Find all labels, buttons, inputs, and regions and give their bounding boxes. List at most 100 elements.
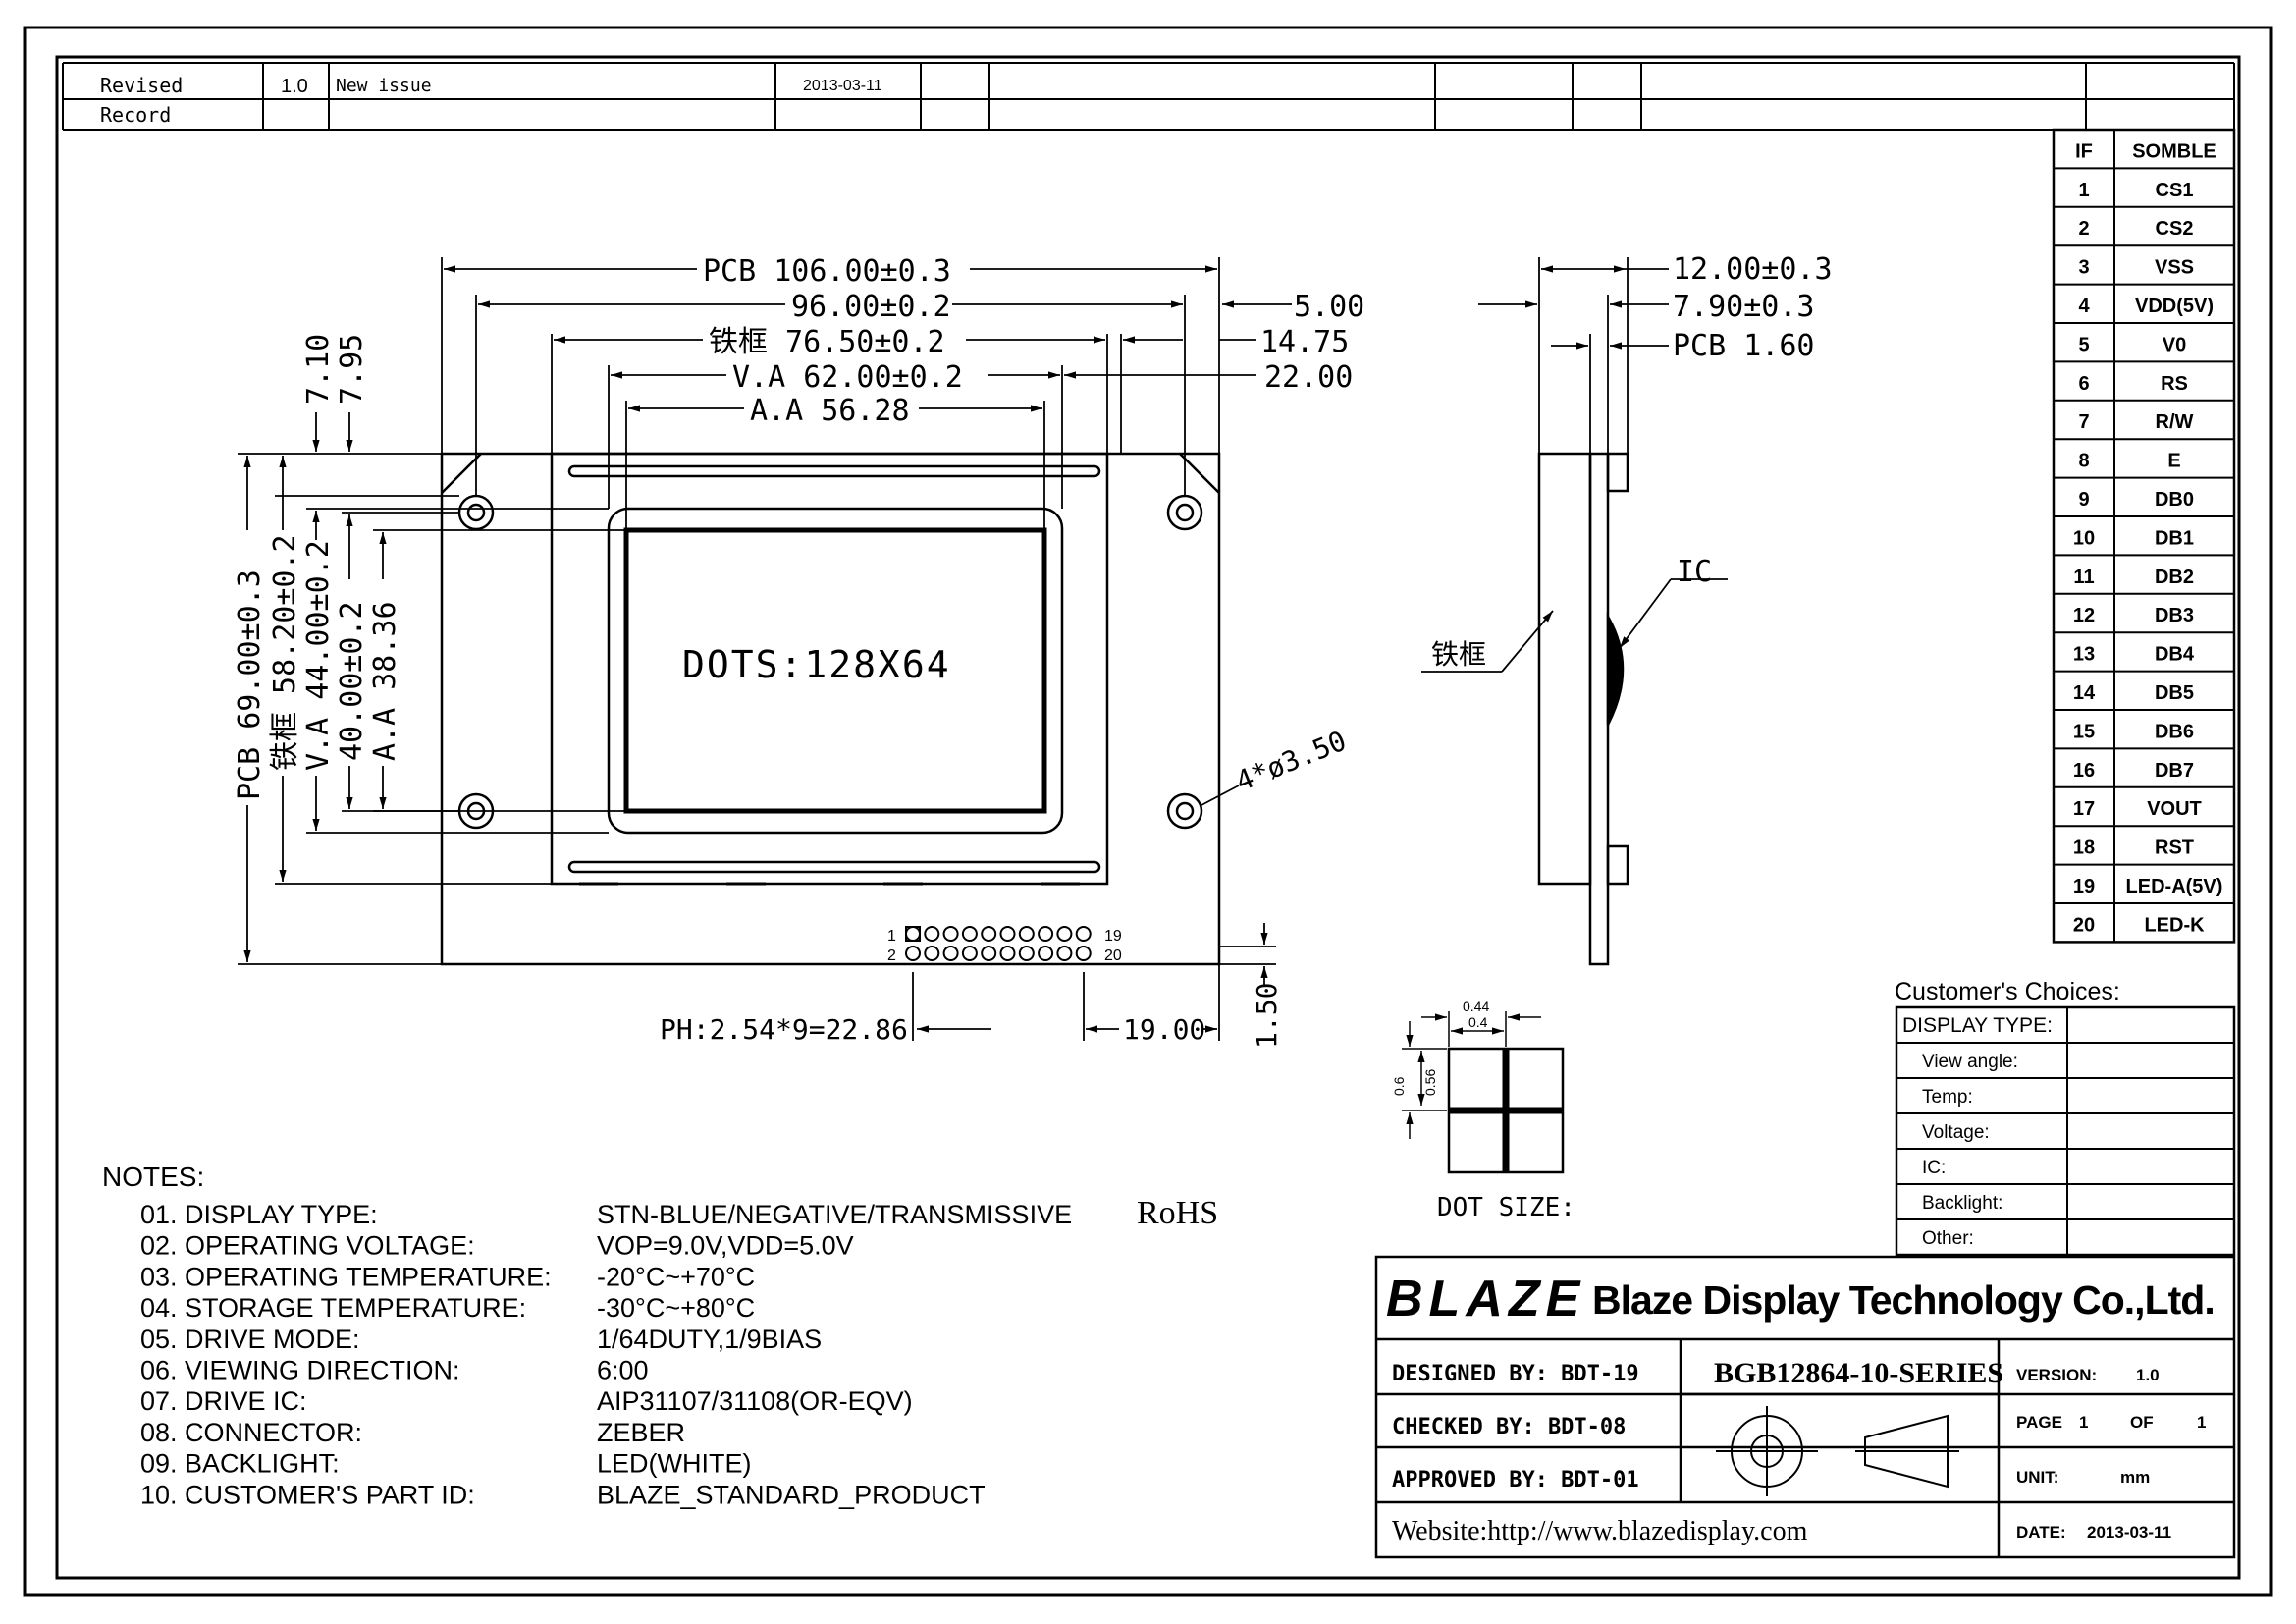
pin-symbol: CS2 bbox=[2156, 218, 2194, 240]
version-label: VERSION: bbox=[2016, 1366, 2097, 1384]
pin-pad bbox=[924, 926, 940, 942]
viewing-area bbox=[607, 507, 1064, 835]
dim-frame-width: 铁框 76.50±0.2 bbox=[709, 325, 945, 359]
pin-pad bbox=[942, 946, 959, 961]
dim-pcb-height: PCB 69.00±0.3 bbox=[233, 569, 267, 800]
choice-row-label: Backlight: bbox=[1922, 1193, 2002, 1214]
pin-2-label: 2 bbox=[887, 947, 896, 964]
pin-symbol: DB7 bbox=[2155, 760, 2194, 782]
note-key: 10. CUSTOMER'S PART ID: bbox=[140, 1480, 475, 1509]
side-view bbox=[1537, 257, 1629, 966]
pin-pad bbox=[1038, 926, 1054, 942]
choices-table: DISPLAY TYPE:View angle:Temp:Voltage:IC:… bbox=[1895, 1005, 2236, 1257]
note-key: 03. OPERATING TEMPERATURE: bbox=[140, 1262, 552, 1291]
pin-pad bbox=[1018, 926, 1035, 942]
unit-label: UNIT: bbox=[2016, 1468, 2058, 1487]
pin-number: 12 bbox=[2073, 605, 2095, 626]
dots-label: DOTS:128X64 bbox=[682, 643, 951, 686]
dim-frame-height: 铁框 58.20±0.2 bbox=[268, 534, 302, 771]
note-value: 1/64DUTY,1/9BIAS bbox=[597, 1325, 822, 1354]
choice-row-label: DISPLAY TYPE: bbox=[1902, 1014, 2053, 1037]
checked-by: CHECKED BY: BDT-08 bbox=[1392, 1415, 1626, 1439]
revision-note: New issue bbox=[336, 76, 432, 96]
dim-14-75: 14.75 bbox=[1260, 325, 1349, 359]
pin-header-symbol: SOMBLE bbox=[2132, 140, 2216, 162]
pin-1-label: 1 bbox=[887, 928, 896, 945]
unit-value: mm bbox=[2120, 1468, 2150, 1487]
dim-96: 96.00±0.2 bbox=[791, 290, 951, 324]
pin-symbol: V0 bbox=[2163, 334, 2186, 355]
website: Website:http://www.blazedisplay.com bbox=[1392, 1516, 1808, 1546]
blaze-logo: BLAZE bbox=[1386, 1271, 1579, 1327]
note-value: AIP31107/31108(OR-EQV) bbox=[597, 1386, 913, 1416]
note-value: VOP=9.0V,VDD=5.0V bbox=[597, 1231, 854, 1261]
pin-number: 18 bbox=[2073, 838, 2095, 859]
record-label: Record bbox=[100, 103, 171, 127]
revised-label: Revised bbox=[100, 74, 183, 97]
note-value: -30°C~+80°C bbox=[597, 1293, 755, 1323]
pin-19-label: 19 bbox=[1104, 928, 1122, 945]
pin-symbol: E bbox=[2167, 451, 2180, 472]
pin-pad bbox=[981, 926, 997, 942]
pin-symbol: DB2 bbox=[2155, 567, 2194, 588]
active-area bbox=[623, 527, 1047, 814]
pin-header-if: IF bbox=[2075, 140, 2093, 162]
dim-5: 5.00 bbox=[1294, 290, 1364, 324]
date-label: DATE: bbox=[2016, 1523, 2066, 1542]
pin-pad bbox=[905, 926, 921, 942]
pin-number: 20 bbox=[2073, 914, 2095, 936]
pin-number: 6 bbox=[2078, 373, 2089, 395]
revision-record bbox=[62, 62, 2235, 131]
dot-size-detail bbox=[1402, 1011, 1565, 1174]
dot-size-label: DOT SIZE: bbox=[1437, 1193, 1575, 1222]
pin-symbol: DB0 bbox=[2155, 489, 2194, 511]
pin-number: 17 bbox=[2073, 798, 2095, 820]
pin-number: 9 bbox=[2078, 489, 2089, 511]
of-label: OF bbox=[2130, 1413, 2154, 1432]
pin-20-label: 20 bbox=[1104, 947, 1122, 964]
pin-symbol: LED-K bbox=[2144, 914, 2205, 936]
note-key: 02. OPERATING VOLTAGE: bbox=[140, 1231, 475, 1261]
dim-22: 22.00 bbox=[1264, 360, 1353, 395]
pin-symbol: RS bbox=[2161, 373, 2188, 395]
revision-version: 1.0 bbox=[281, 76, 308, 97]
outer-border bbox=[23, 26, 2273, 1597]
pin-pad bbox=[1075, 946, 1092, 961]
pitch-label: PH:2.54*9=22.86 bbox=[660, 1013, 908, 1046]
pin-symbol: RST bbox=[2155, 838, 2194, 859]
dot-size-06: 0.6 bbox=[1391, 1076, 1407, 1096]
pin-number: 5 bbox=[2078, 334, 2089, 355]
front-view bbox=[440, 452, 1221, 966]
note-key: 01. DISPLAY TYPE: bbox=[140, 1200, 378, 1229]
version-value: 1.0 bbox=[2136, 1366, 2160, 1384]
pin-pad bbox=[1038, 946, 1054, 961]
pin-symbol: VSS bbox=[2155, 257, 2194, 279]
front-dimension-lines bbox=[441, 257, 1292, 530]
frame-outline bbox=[550, 452, 1109, 886]
pin-pad bbox=[999, 926, 1016, 942]
pin-symbol: DB1 bbox=[2155, 527, 2194, 549]
pin-pad bbox=[981, 946, 997, 961]
dim-7-10: 7.10 bbox=[301, 334, 336, 405]
pin-symbol: VDD(5V) bbox=[2135, 296, 2214, 317]
note-value: -20°C~+70°C bbox=[597, 1262, 755, 1291]
pin-pad bbox=[924, 946, 940, 961]
approved-by: APPROVED BY: BDT-01 bbox=[1392, 1468, 1639, 1492]
side-dim-7-90: 7.90±0.3 bbox=[1673, 290, 1815, 324]
pin-header bbox=[905, 926, 1092, 961]
pin-number: 1 bbox=[2078, 180, 2089, 201]
pin-number: 15 bbox=[2073, 721, 2095, 742]
note-value: 6:00 bbox=[597, 1356, 649, 1385]
front-vertical-dims bbox=[238, 412, 626, 965]
note-value: LED(WHITE) bbox=[597, 1449, 752, 1479]
pin-number: 19 bbox=[2073, 876, 2095, 897]
note-value: STN-BLUE/NEGATIVE/TRANSMISSIVE bbox=[597, 1200, 1072, 1229]
pin-pad bbox=[1056, 926, 1073, 942]
dim-7-95: 7.95 bbox=[335, 334, 369, 405]
hole-leader bbox=[1201, 785, 1240, 806]
frame-label: 铁框 bbox=[1431, 639, 1486, 670]
note-key: 04. STORAGE TEMPERATURE: bbox=[140, 1293, 526, 1323]
pin-pad bbox=[1056, 946, 1073, 961]
choice-row-label: Other: bbox=[1922, 1228, 1974, 1249]
